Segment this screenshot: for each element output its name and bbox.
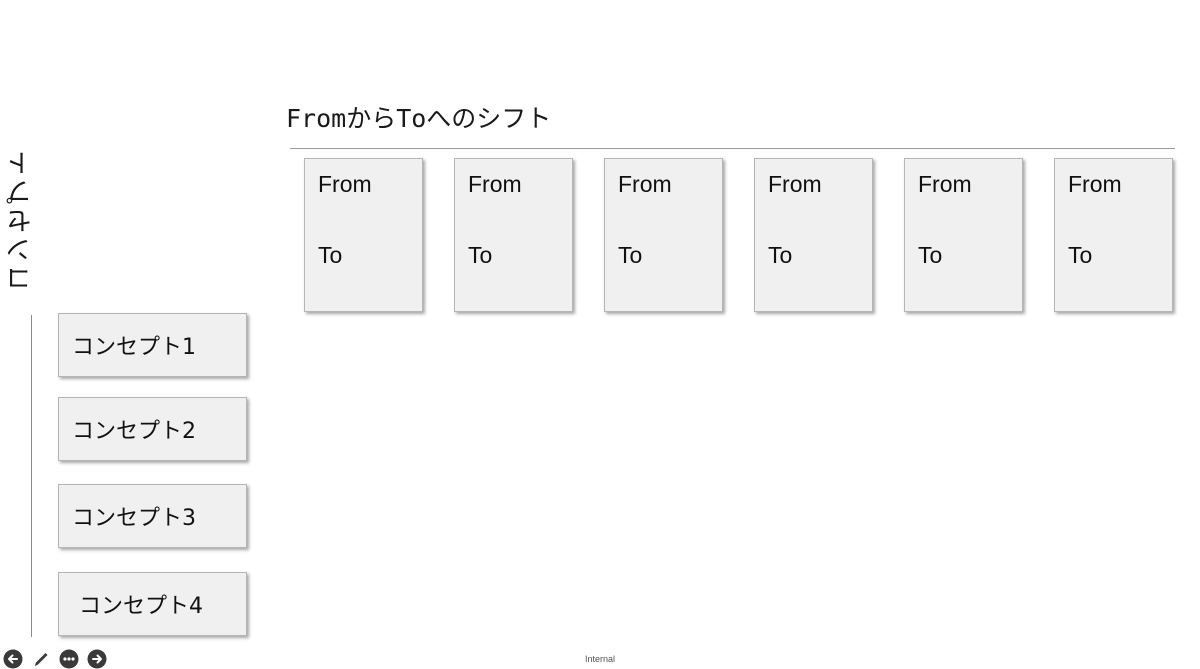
side-title: コンセプト <box>6 147 36 293</box>
shift-card-to: To <box>768 242 793 268</box>
shift-card-to: To <box>1068 242 1093 268</box>
shift-card-3[interactable]: From To <box>604 158 723 312</box>
title-divider <box>290 148 1175 149</box>
shift-card-1[interactable]: From To <box>304 158 423 312</box>
page-title: FromからToへのシフト <box>286 104 552 133</box>
classification-label: Internal <box>584 654 616 664</box>
shift-card-from: From <box>768 171 822 197</box>
shift-card-from: From <box>1068 171 1122 197</box>
shift-card-to: To <box>318 242 343 268</box>
concept-box-2[interactable]: コンセプト2 <box>58 397 247 461</box>
shift-card-6[interactable]: From To <box>1054 158 1173 312</box>
shift-card-from: From <box>318 171 372 197</box>
concept-box-4[interactable]: コンセプト4 <box>58 572 247 636</box>
shift-card-from: From <box>618 171 672 197</box>
pen-icon[interactable] <box>31 649 51 669</box>
shift-card-from: From <box>918 171 972 197</box>
more-options-icon[interactable] <box>59 649 79 669</box>
shift-card-from: From <box>468 171 522 197</box>
shift-card-to: To <box>618 242 643 268</box>
next-slide-icon[interactable] <box>87 649 107 669</box>
side-divider <box>31 315 32 637</box>
shift-card-to: To <box>918 242 943 268</box>
shift-card-4[interactable]: From To <box>754 158 873 312</box>
previous-slide-icon[interactable] <box>3 649 23 669</box>
shift-card-to: To <box>468 242 493 268</box>
concept-box-3[interactable]: コンセプト3 <box>58 484 247 548</box>
slideshow-controls <box>3 649 107 669</box>
concept-box-1[interactable]: コンセプト1 <box>58 313 247 377</box>
shift-card-2[interactable]: From To <box>454 158 573 312</box>
shift-card-5[interactable]: From To <box>904 158 1023 312</box>
